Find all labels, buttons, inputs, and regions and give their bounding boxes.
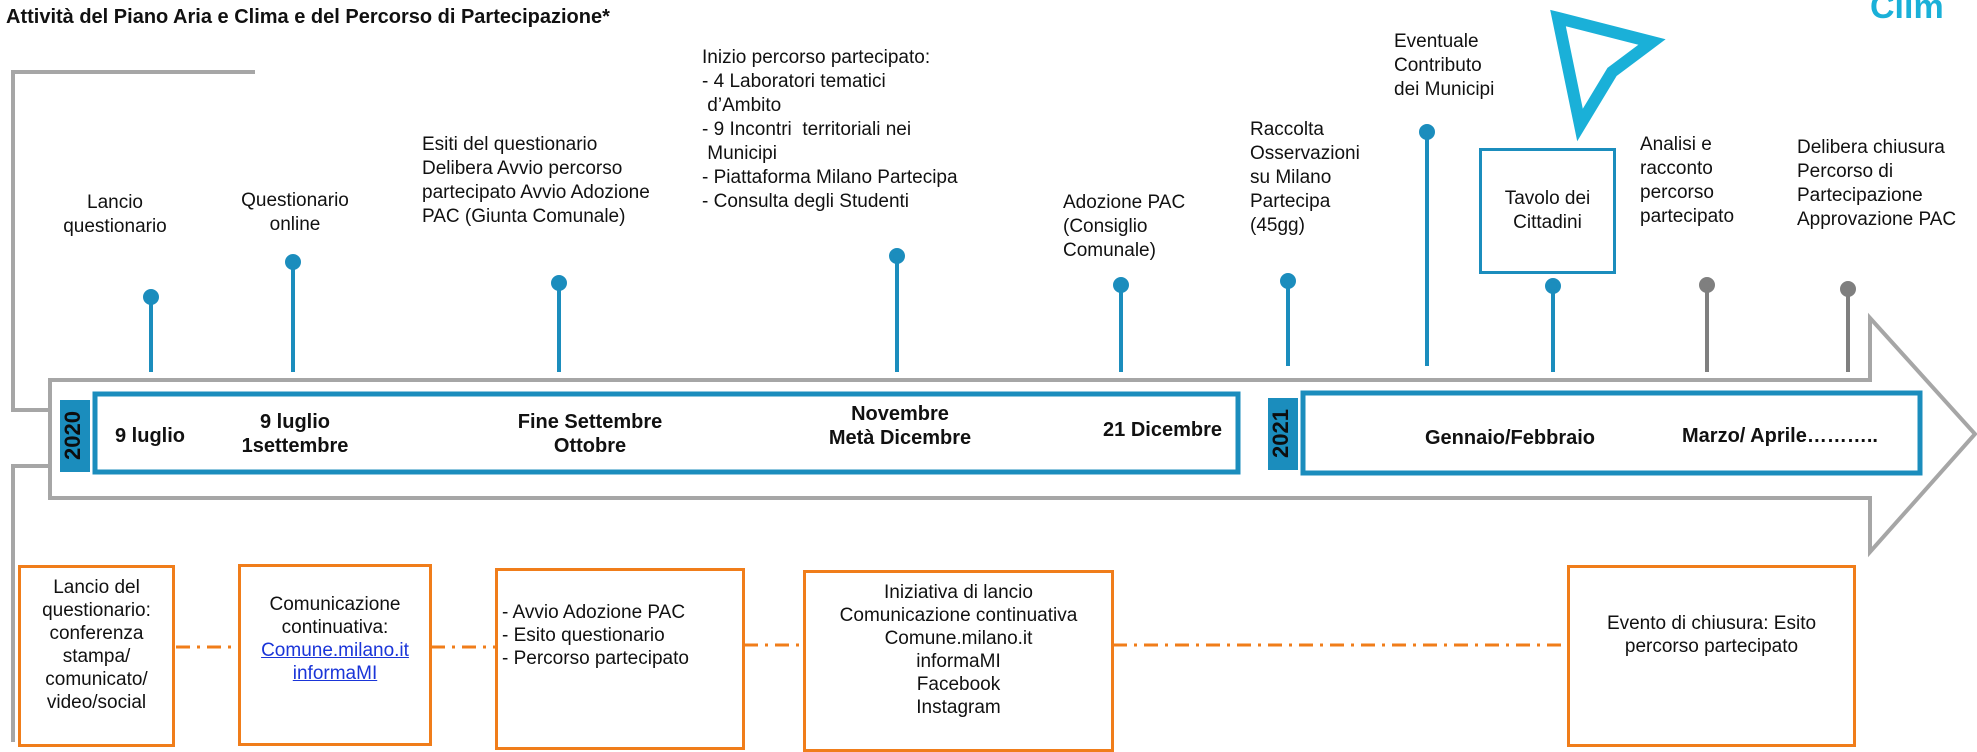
page-title: Attività del Piano Aria e Clima e del Pe… (6, 6, 610, 28)
inizio-item: Municipi (702, 143, 777, 164)
tavolo-dei-cittadini-box: Tavolo dei Cittadini (1479, 148, 1616, 274)
date-line: Metà Dicembre (828, 427, 972, 449)
box-item: Iniziativa di lancio (884, 582, 1033, 603)
link-comune-milano[interactable]: Comune.milano.it (261, 640, 409, 661)
box-comunicazione-continuativa: Comunicazione continuativa: Comune.milan… (238, 564, 432, 746)
inizio-item: - Piattaforma Milano Partecipa (702, 167, 958, 188)
date-bar-2021 (1300, 390, 1923, 476)
inizio-item: - 4 Laboratori tematici (702, 71, 886, 92)
box-item: - Esito questionario (502, 625, 665, 646)
box-evento-text: Evento di chiusura: Esito percorso parte… (1606, 613, 1817, 657)
pin-analisi (1699, 277, 1715, 293)
date-bar-2020 (92, 391, 1241, 475)
date-fine-settembre-ottobre: Fine Settembre Ottobre (480, 410, 700, 458)
box-avvio-adozione: - Avvio Adozione PAC - Esito questionari… (495, 568, 745, 750)
label-lancio-questionario: Lancio questionario (63, 192, 167, 237)
inizio-item: d’Ambito (702, 95, 782, 116)
date-line: 1settembre (241, 435, 349, 457)
box-item: Instagram (916, 697, 1001, 718)
inizio-item: - 9 Incontri territoriali nei (702, 119, 912, 140)
pin-raccolta (1280, 273, 1296, 289)
pin-eventuale (1419, 124, 1435, 140)
label-inizio-percorso: Inizio percorso partecipato: - 4 Laborat… (702, 46, 1032, 214)
inizio-item: - Consulta degli Studenti (702, 191, 910, 212)
box-item: Facebook (916, 674, 1001, 695)
box-comunicazione-text: Comunicazione continuativa: (269, 594, 401, 638)
box-item: Comunicazione continuativa (839, 605, 1078, 626)
box-lancio-questionario: Lancio del questionario: conferenza stam… (18, 565, 175, 747)
link-informami[interactable]: informaMI (292, 663, 378, 684)
bracket-top (11, 70, 255, 412)
label-questionario-online: Questionario online (241, 190, 349, 235)
pin-questionario (285, 254, 301, 270)
date-line: Fine Settembre (517, 411, 663, 433)
label-adozione-pac: Adozione PAC (Consiglio Comunale) (1063, 192, 1186, 261)
date-gennaio-febbraio: Gennaio/Febbraio (1424, 427, 1596, 449)
box-item: Comune.milano.it (884, 628, 1033, 649)
box-item: - Avvio Adozione PAC (502, 602, 686, 623)
box-lancio-text: Lancio del questionario: conferenza stam… (42, 577, 151, 713)
label-delibera-chiusura: Delibera chiusura Percorso di Partecipaz… (1797, 137, 1957, 230)
pin-tavolo (1545, 278, 1561, 294)
date-line: 9 luglio (260, 411, 330, 433)
pin-adozione (1113, 277, 1129, 293)
label-eventuale-contributo: Eventuale Contributo dei Municipi (1394, 31, 1495, 100)
inizio-title: Inizio percorso partecipato: (702, 47, 931, 68)
box-evento-chiusura: Evento di chiusura: Esito percorso parte… (1567, 565, 1856, 747)
pin-inizio (889, 248, 905, 264)
bracket-bottom (11, 464, 52, 742)
pin-delibera-chiusura (1840, 281, 1856, 297)
year-2021: 2021 (1268, 398, 1298, 470)
label-analisi-racconto: Analisi e racconto percorso partecipato (1640, 134, 1735, 227)
label-esiti-questionario: Esiti del questionario Delibera Avvio pe… (422, 134, 650, 227)
year-2020: 2020 (60, 400, 90, 472)
logo-arrow-icon (1550, 9, 1666, 142)
logo-text: Clim (1870, 0, 1944, 26)
tavolo-label: Tavolo dei Cittadini (1504, 188, 1591, 233)
date-9-luglio-settembre: 9 luglio 1settembre (230, 410, 360, 458)
date-novembre-dicembre: Novembre Metà Dicembre (800, 402, 1000, 450)
date-line: Novembre (851, 403, 949, 425)
label-raccolta-osservazioni: Raccolta Osservazioni su Milano Partecip… (1250, 119, 1360, 236)
pin-lancio (143, 289, 159, 305)
box-item: informaMI (916, 651, 1001, 672)
date-line: Ottobre (553, 435, 627, 457)
date-marzo-aprile: Marzo/ Aprile……….. (1682, 425, 1878, 447)
pin-esiti (551, 275, 567, 291)
box-iniziativa-lancio: Iniziativa di lancio Comunicazione conti… (803, 570, 1114, 752)
date-21-dicembre: 21 Dicembre (1103, 419, 1222, 441)
box-item: - Percorso partecipato (502, 648, 689, 669)
date-9-luglio: 9 luglio (115, 425, 185, 447)
